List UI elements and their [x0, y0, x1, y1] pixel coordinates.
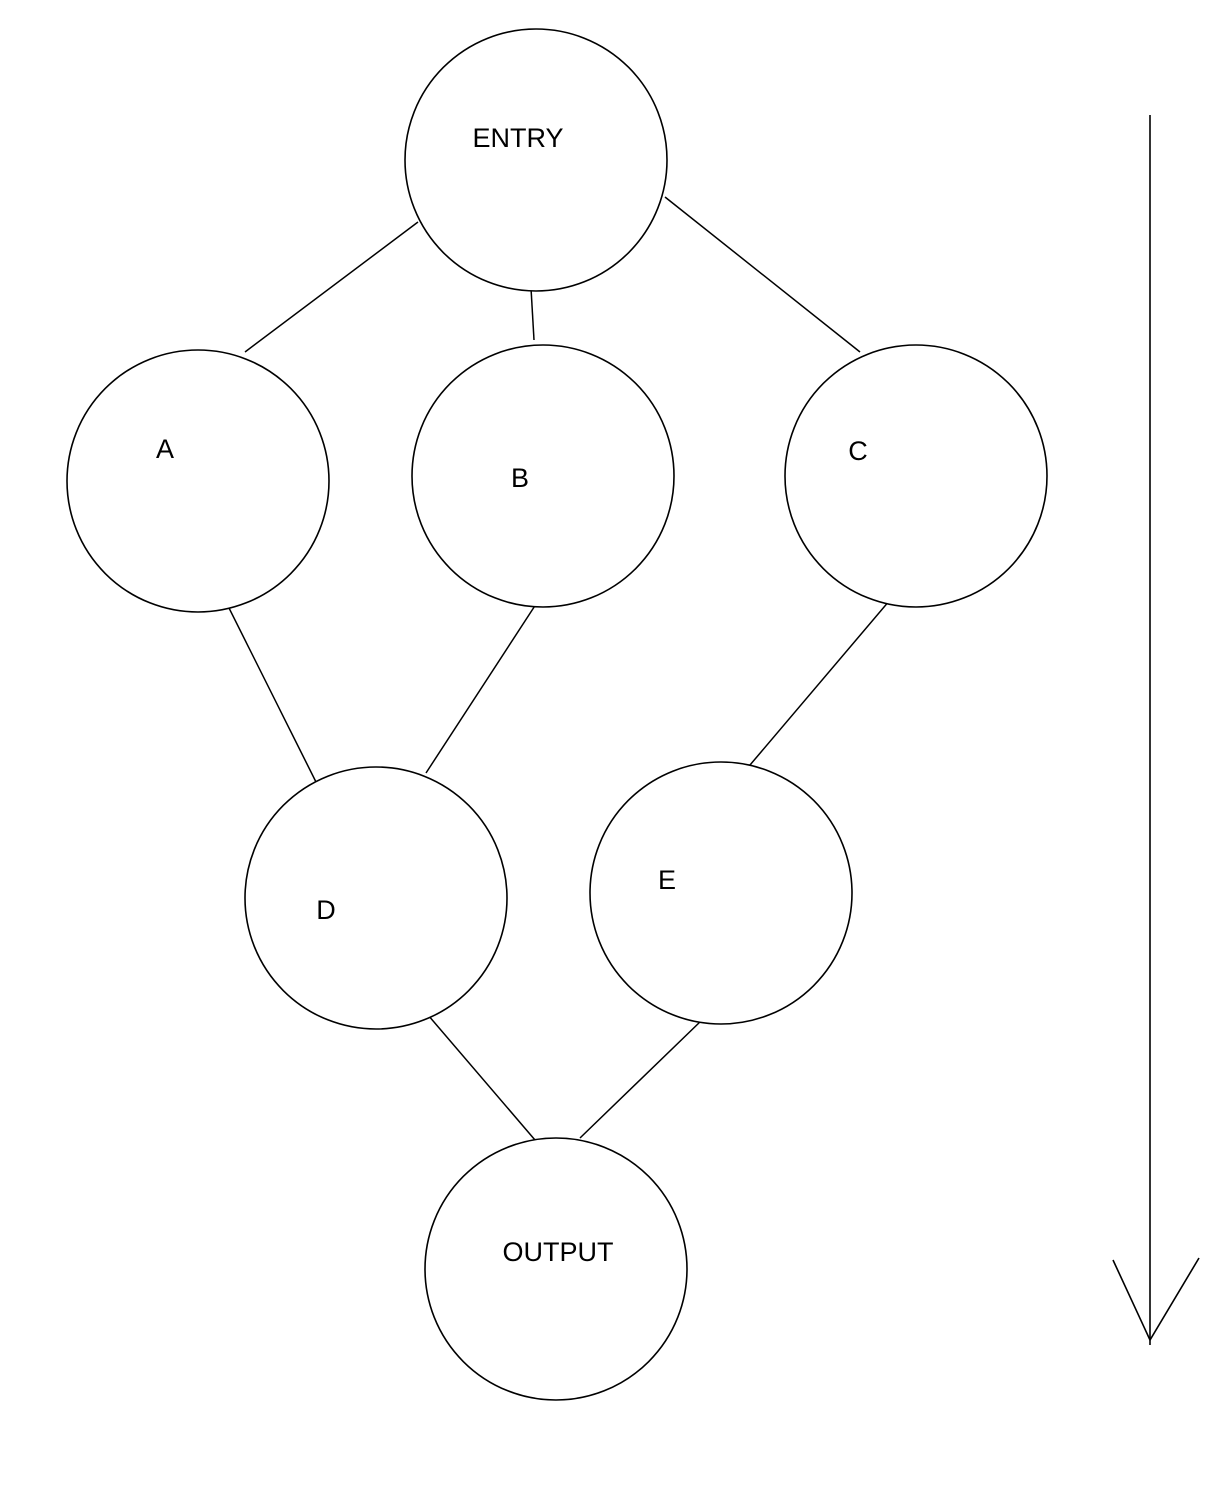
node-output-label: OUTPUT	[503, 1237, 614, 1267]
node-a: A	[66, 349, 330, 613]
edge-b-d	[425, 597, 541, 774]
edge-entry-b	[530, 287, 535, 341]
node-output-circle	[424, 1137, 688, 1401]
node-output: OUTPUT	[424, 1137, 688, 1401]
node-d-circle	[244, 766, 508, 1030]
flow-arrow-head-icon	[1112, 1257, 1200, 1342]
node-b: B	[411, 344, 675, 608]
node-entry-label: ENTRY	[472, 123, 563, 153]
flow-direction-arrow	[1112, 115, 1200, 1345]
node-e: E	[589, 761, 853, 1025]
node-a-circle	[66, 349, 330, 613]
edge-c-e	[749, 599, 891, 766]
node-d: D	[244, 766, 508, 1030]
edge-d-output	[427, 1014, 536, 1141]
edge-e-output	[579, 1019, 703, 1139]
node-e-circle	[589, 761, 853, 1025]
node-b-circle	[411, 344, 675, 608]
node-entry-circle	[404, 28, 668, 292]
node-c: C	[784, 344, 1048, 608]
edge-entry-c	[664, 196, 861, 353]
node-e-label: E	[658, 865, 676, 895]
node-c-circle	[784, 344, 1048, 608]
node-c-label: C	[848, 436, 868, 466]
node-a-label: A	[156, 434, 174, 464]
node-d-label: D	[316, 895, 336, 925]
edge-entry-a	[244, 221, 419, 353]
edge-a-d	[227, 605, 317, 783]
node-entry: ENTRY	[404, 28, 668, 292]
node-b-label: B	[511, 463, 529, 493]
edges	[227, 196, 891, 1141]
